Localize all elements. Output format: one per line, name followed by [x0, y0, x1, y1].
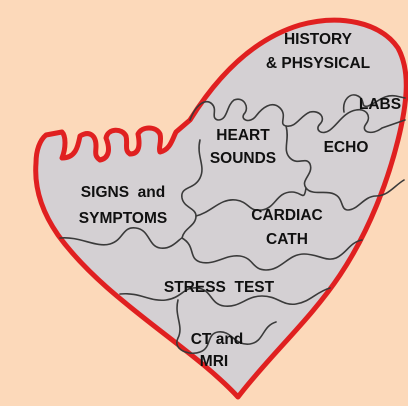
- label-signs-line-1: SIGNS and: [81, 184, 165, 201]
- label-ct-line-1: CT and: [191, 331, 244, 348]
- label-ct-line-2: MRI: [200, 353, 228, 370]
- label-history-line-1: HISTORY: [284, 31, 353, 48]
- label-cath-line-1: CARDIAC: [251, 207, 322, 224]
- label-labs: LABS: [359, 96, 401, 113]
- label-stress-test: STRESS TEST: [164, 279, 275, 296]
- label-cath-line-2: CATH: [266, 231, 308, 248]
- label-heart-sounds-line-1: HEART: [216, 127, 270, 144]
- label-history-line-2: & PHSYSICAL: [266, 55, 370, 72]
- label-echo: ECHO: [324, 139, 369, 156]
- label-heart-sounds-line-2: SOUNDS: [210, 150, 276, 167]
- label-signs-line-2: SYMPTOMS: [79, 210, 167, 227]
